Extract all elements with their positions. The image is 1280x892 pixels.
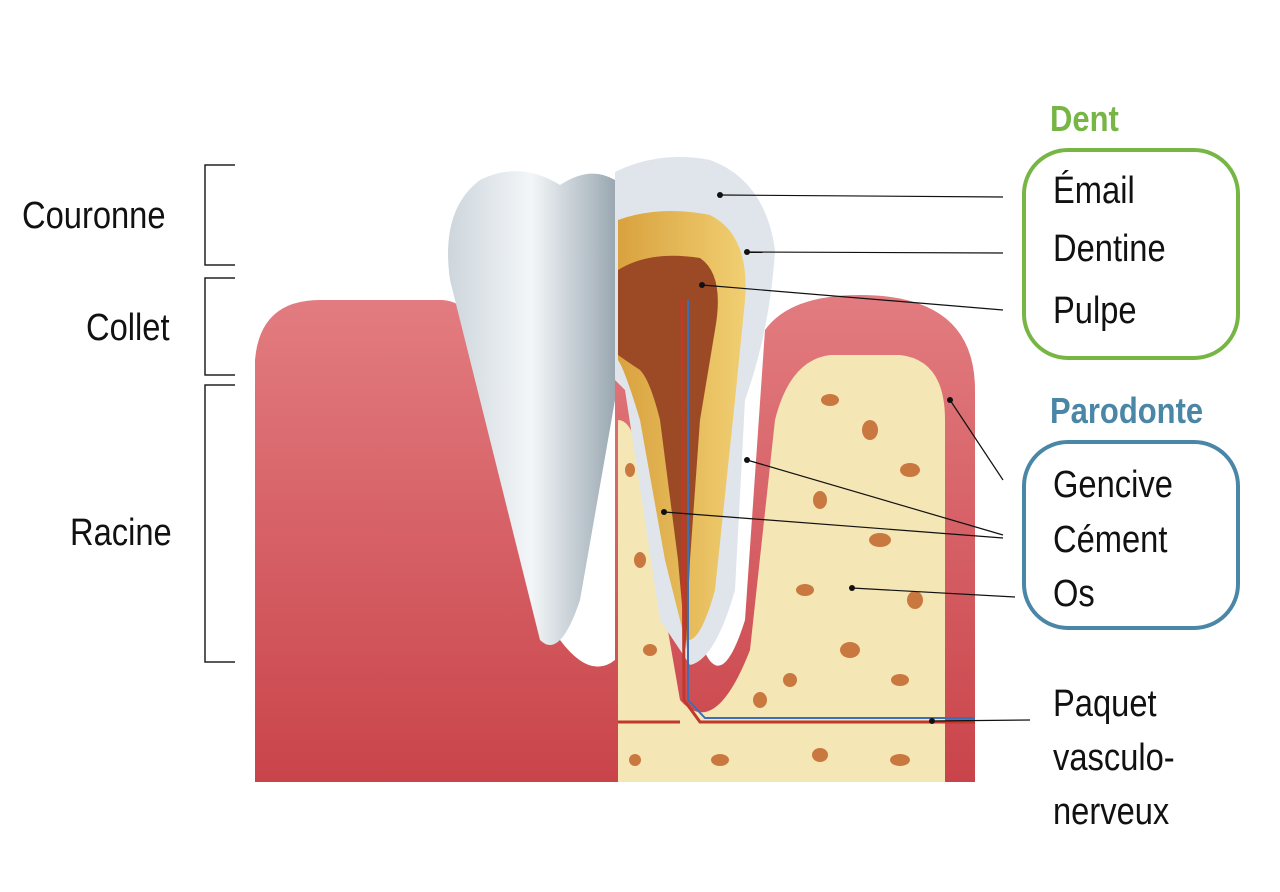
- bone-pores: [625, 394, 923, 766]
- tooth-left-half: [448, 171, 615, 645]
- label-gum: Gencive: [1053, 464, 1173, 506]
- label-neck: Collet: [86, 307, 170, 349]
- periodontium-box: [1022, 440, 1240, 630]
- label-crown: Couronne: [22, 195, 166, 237]
- tooth-box: [1022, 148, 1240, 360]
- label-dentin: Dentine: [1053, 228, 1166, 270]
- label-neurovascular-2: vasculo-: [1053, 737, 1175, 779]
- label-bone: Os: [1053, 573, 1095, 615]
- label-enamel: Émail: [1053, 170, 1135, 212]
- pulp-section: [618, 255, 718, 650]
- label-cementum: Cément: [1053, 519, 1168, 561]
- label-neurovascular-3: nerveux: [1053, 791, 1170, 833]
- tooth-title: Dent: [1050, 98, 1119, 139]
- label-pulp: Pulpe: [1053, 290, 1137, 332]
- gum-left: [255, 300, 615, 782]
- label-neurovascular-1: Paquet: [1053, 683, 1157, 725]
- section-brackets: [204, 164, 235, 663]
- label-root: Racine: [70, 512, 172, 554]
- bone: [618, 355, 945, 782]
- periodontium-title: Parodonte: [1050, 390, 1204, 431]
- pointer-lines: [663, 194, 1031, 722]
